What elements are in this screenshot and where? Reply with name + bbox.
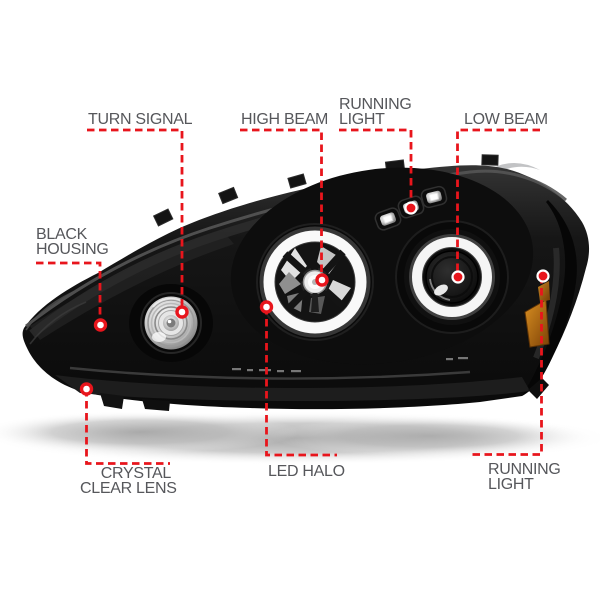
- callout-line-turn-signal: [87, 128, 184, 312]
- label-crystal-clear-lens-text-1: CRYSTAL: [100, 465, 172, 482]
- callout-line-low-beam: [456, 128, 540, 277]
- callout-line-crystal-clear-lens: [85, 389, 170, 465]
- label-black-housing-text-1: BLACK: [36, 226, 87, 243]
- callout-dot-led-halo: [259, 300, 274, 314]
- label-running-light-top-text-2: LIGHT: [339, 111, 385, 128]
- callout-line-black-housing: [36, 261, 102, 325]
- callout-line-led-halo: [265, 307, 337, 457]
- callout-dot-high-beam: [315, 273, 329, 287]
- label-high-beam-text: HIGH BEAM: [241, 111, 329, 128]
- label-low-beam: LOW BEAM: [464, 111, 548, 128]
- label-black-housing: BLACK HOUSING: [36, 226, 109, 258]
- label-high-beam: HIGH BEAM: [241, 111, 329, 128]
- label-running-light-bottom-text-2: LIGHT: [488, 476, 534, 493]
- callout-line-high-beam: [240, 128, 323, 280]
- callout-dots: [79, 201, 550, 396]
- turn-signal-projector: [129, 284, 213, 362]
- product-shadow: [0, 411, 600, 465]
- callout-dot-crystal-clear-lens: [79, 382, 94, 396]
- label-led-halo: LED HALO: [268, 463, 345, 480]
- label-running-light-top: RUNNING LIGHT: [339, 96, 412, 128]
- callout-dot-turn-signal: [175, 305, 189, 319]
- label-turn-signal: TURN SIGNAL: [88, 111, 193, 128]
- label-black-housing-text-2: HOUSING: [36, 241, 109, 258]
- label-turn-signal-text: TURN SIGNAL: [88, 111, 193, 128]
- high-beam-halo-assembly: [256, 223, 374, 341]
- label-running-light-bottom: RUNNING LIGHT: [488, 461, 561, 493]
- mounting-bracket-sliver: [486, 162, 540, 177]
- callout-dot-black-housing: [93, 318, 108, 332]
- callout-lines: [36, 128, 543, 465]
- label-running-light-top-text-1: RUNNING: [339, 96, 412, 113]
- label-led-halo-text: LED HALO: [268, 463, 345, 480]
- callout-dot-low-beam: [451, 270, 465, 284]
- callout-dot-running-light-bottom: [536, 269, 550, 283]
- label-low-beam-text: LOW BEAM: [464, 111, 548, 128]
- callout-line-running-light-top: [339, 128, 413, 208]
- label-crystal-clear-lens: CRYSTAL CLEAR LENS: [80, 465, 177, 497]
- label-running-light-bottom-text-1: RUNNING: [488, 461, 561, 478]
- label-crystal-clear-lens-text-2: CLEAR LENS: [80, 480, 177, 497]
- callout-dot-running-light-top: [404, 201, 418, 215]
- amber-side-reflector: [524, 281, 550, 348]
